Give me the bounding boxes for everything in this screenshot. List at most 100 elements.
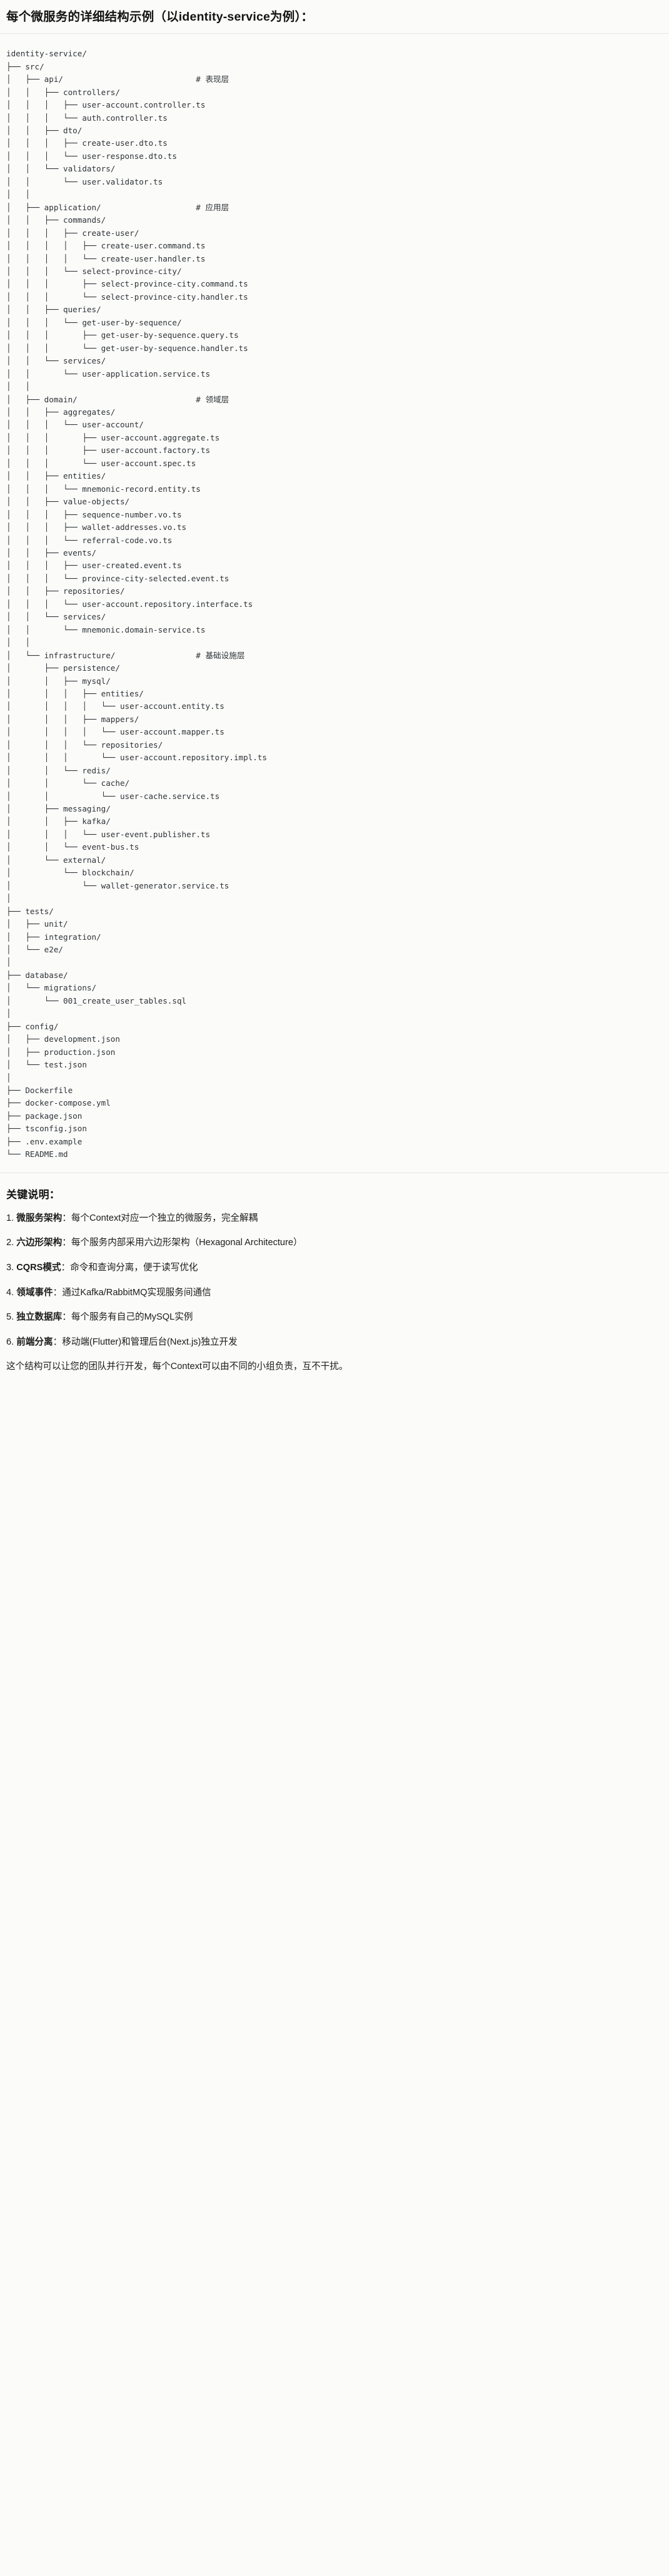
- tree-line: │: [6, 1072, 11, 1082]
- tree-line: │ │ │ └── user-account/: [6, 420, 144, 430]
- tree-line: │ └── test.json: [6, 1060, 87, 1070]
- tree-line: │ │ └── redis/: [6, 765, 111, 775]
- directory-tree-section: identity-service/ ├── src/ │ ├── api/ # …: [0, 34, 669, 1173]
- tree-line: │ │ │ ├── user-account.aggregate.ts: [6, 432, 220, 442]
- page-root: 每个微服务的详细结构示例（以identity-service为例）： ident…: [0, 0, 669, 1394]
- tree-line: ├── Dockerfile: [6, 1086, 73, 1095]
- tree-line: │: [6, 957, 11, 967]
- tree-line: │ │ ├── value-objects/: [6, 497, 130, 507]
- tree-line: │ ├── domain/ # 领域层: [6, 394, 229, 404]
- tree-line: │ │ │ ├── create-user.dto.ts: [6, 138, 168, 148]
- tree-line: │ │ ├── commands/: [6, 215, 106, 225]
- tree-line: │ ├── api/ # 表现层: [6, 74, 229, 84]
- tree-line: │ │ └── services/: [6, 612, 106, 622]
- key-notes-list: 1. 微服务架构：每个Context对应一个独立的微服务，完全解耦 2. 六边形架…: [6, 1211, 663, 1350]
- tree-line: │ ├── messaging/: [6, 804, 111, 814]
- key-notes-heading: 关键说明：: [6, 1188, 60, 1201]
- tree-line: ├── src/: [6, 61, 44, 71]
- key-note-description: ：命令和查询分离，便于读写优化: [61, 1262, 198, 1273]
- tree-line: │: [6, 893, 11, 904]
- directory-tree: identity-service/ ├── src/ │ ├── api/ # …: [6, 48, 663, 1161]
- key-note-number: 4.: [6, 1287, 17, 1298]
- key-note-number: 6.: [6, 1336, 17, 1347]
- tree-line: │ │ ├── mysql/: [6, 676, 111, 686]
- tree-line: │ │ └── mnemonic.domain-service.ts: [6, 624, 206, 634]
- tree-line: │ │ ├── queries/: [6, 305, 101, 315]
- tree-line: │ ├── development.json: [6, 1034, 120, 1044]
- key-note-term: 前端分离: [16, 1336, 53, 1347]
- tree-line: │ │ │ ├── user-account.controller.ts: [6, 100, 206, 110]
- tree-line: │ └── migrations/: [6, 983, 97, 993]
- tree-line: │ │ │ └── select-province-city/: [6, 267, 182, 276]
- tree-line: │ │ ├── entities/: [6, 471, 106, 481]
- tree-line: │ │ └── user.validator.ts: [6, 176, 163, 186]
- tree-line: │: [6, 1009, 11, 1019]
- key-note-item: 3. CQRS模式：命令和查询分离，便于读写优化: [6, 1261, 663, 1275]
- tree-line: │ │ │ └── user-account.repository.impl.t…: [6, 753, 268, 763]
- tree-line: │ │ ├── kafka/: [6, 817, 111, 827]
- tree-line: │ │ │ ├── get-user-by-sequence.query.ts: [6, 330, 239, 340]
- tree-line: │ │ │ ├── entities/: [6, 688, 144, 698]
- tree-line: │ │ │ ├── user-created.event.ts: [6, 561, 182, 571]
- tree-line: │ │ │ ├── wallet-addresses.vo.ts: [6, 522, 187, 532]
- tree-line: │ │ ├── aggregates/: [6, 407, 116, 417]
- tree-line: │ └── infrastructure/ # 基础设施层: [6, 650, 245, 660]
- key-note-description: ：通过Kafka/RabbitMQ实现服务间通信: [53, 1287, 211, 1298]
- key-note-item: 1. 微服务架构：每个Context对应一个独立的微服务，完全解耦: [6, 1211, 663, 1226]
- tree-line: │ │ │ └── referral-code.vo.ts: [6, 535, 173, 545]
- tree-line: │ │ │ └── user-event.publisher.ts: [6, 829, 211, 839]
- tree-line: │ │ │ └── province-city-selected.event.t…: [6, 573, 229, 583]
- tree-line: │ │ │ └── repositories/: [6, 740, 163, 750]
- tree-line: │ │ │ └── user-account.spec.ts: [6, 458, 196, 468]
- tree-line: │ └── external/: [6, 855, 106, 865]
- tree-line: │ │ ├── events/: [6, 547, 97, 557]
- tree-line: │ └── e2e/: [6, 945, 63, 955]
- tree-line: │ │ │ │ └── create-user.handler.ts: [6, 253, 206, 263]
- tree-line: │ │ ├── dto/: [6, 126, 83, 136]
- tree-line: │ │ ├── repositories/: [6, 586, 125, 596]
- tree-line: ├── package.json: [6, 1111, 83, 1121]
- title-section: 每个微服务的详细结构示例（以identity-service为例）：: [0, 0, 669, 34]
- key-note-number: 3.: [6, 1262, 17, 1273]
- tree-line: identity-service/: [6, 49, 87, 59]
- key-note-term: 微服务架构: [16, 1213, 63, 1223]
- tree-line: ├── .env.example: [6, 1136, 83, 1146]
- page-title: 每个微服务的详细结构示例（以identity-service为例）：: [6, 10, 314, 24]
- tree-line: ├── tests/: [6, 906, 54, 916]
- tree-line: │ │ │ ├── sequence-number.vo.ts: [6, 509, 182, 519]
- tree-line: │ │ └── event-bus.ts: [6, 842, 139, 852]
- tree-line: │ │ │ ├── user-account.factory.ts: [6, 445, 211, 456]
- tree-line: ├── docker-compose.yml: [6, 1098, 111, 1108]
- key-notes-section: 关键说明： 1. 微服务架构：每个Context对应一个独立的微服务，完全解耦 2…: [0, 1173, 669, 1394]
- tree-line: │ │ │ └── auth.controller.ts: [6, 113, 168, 123]
- key-note-item: 2. 六边形架构：每个服务内部采用六边形架构（Hexagonal Archite…: [6, 1236, 663, 1250]
- tree-line: │ └── blockchain/: [6, 868, 134, 878]
- key-note-number: 1.: [6, 1213, 17, 1223]
- tree-line: │ ├── production.json: [6, 1047, 116, 1057]
- tree-line: │ │ └── services/: [6, 356, 106, 366]
- tree-line: │ ├── application/ # 应用层: [6, 202, 229, 212]
- key-note-description: ：移动端(Flutter)和管理后台(Next.js)独立开发: [53, 1336, 238, 1347]
- key-note-term: 领域事件: [16, 1287, 53, 1298]
- tree-line: │ └── wallet-generator.service.ts: [6, 880, 229, 890]
- tree-line: │ │ │ └── mnemonic-record.entity.ts: [6, 484, 201, 494]
- tree-line: │ └── 001_create_user_tables.sql: [6, 995, 187, 1005]
- tree-line: │ │ │ ├── select-province-city.command.t…: [6, 279, 248, 289]
- tree-line: │ │ │ └── user-response.dto.ts: [6, 151, 177, 161]
- key-note-number: 2.: [6, 1238, 17, 1248]
- tree-line: │ │ │ │ └── user-account.entity.ts: [6, 701, 224, 711]
- tree-line: │ │ └── cache/: [6, 778, 130, 788]
- key-note-item: 6. 前端分离：移动端(Flutter)和管理后台(Next.js)独立开发: [6, 1335, 663, 1350]
- key-note-term: 六边形架构: [16, 1238, 63, 1248]
- key-note-term: 独立数据库: [16, 1312, 63, 1323]
- key-notes-footer: 这个结构可以让您的团队并行开发，每个Context可以由不同的小组负责，互不干扰…: [6, 1362, 348, 1372]
- tree-line: │ │ │ └── select-province-city.handler.t…: [6, 292, 248, 302]
- key-note-description: ：每个Context对应一个独立的微服务，完全解耦: [62, 1213, 258, 1223]
- tree-line: │ │ │ ├── create-user/: [6, 228, 139, 238]
- tree-line: ├── config/: [6, 1021, 59, 1031]
- tree-line: │ │: [6, 638, 30, 648]
- key-note-term: CQRS模式: [16, 1262, 61, 1273]
- tree-line: │ │ ├── controllers/: [6, 87, 120, 97]
- tree-line: │ │: [6, 382, 30, 392]
- tree-line: ├── tsconfig.json: [6, 1124, 87, 1134]
